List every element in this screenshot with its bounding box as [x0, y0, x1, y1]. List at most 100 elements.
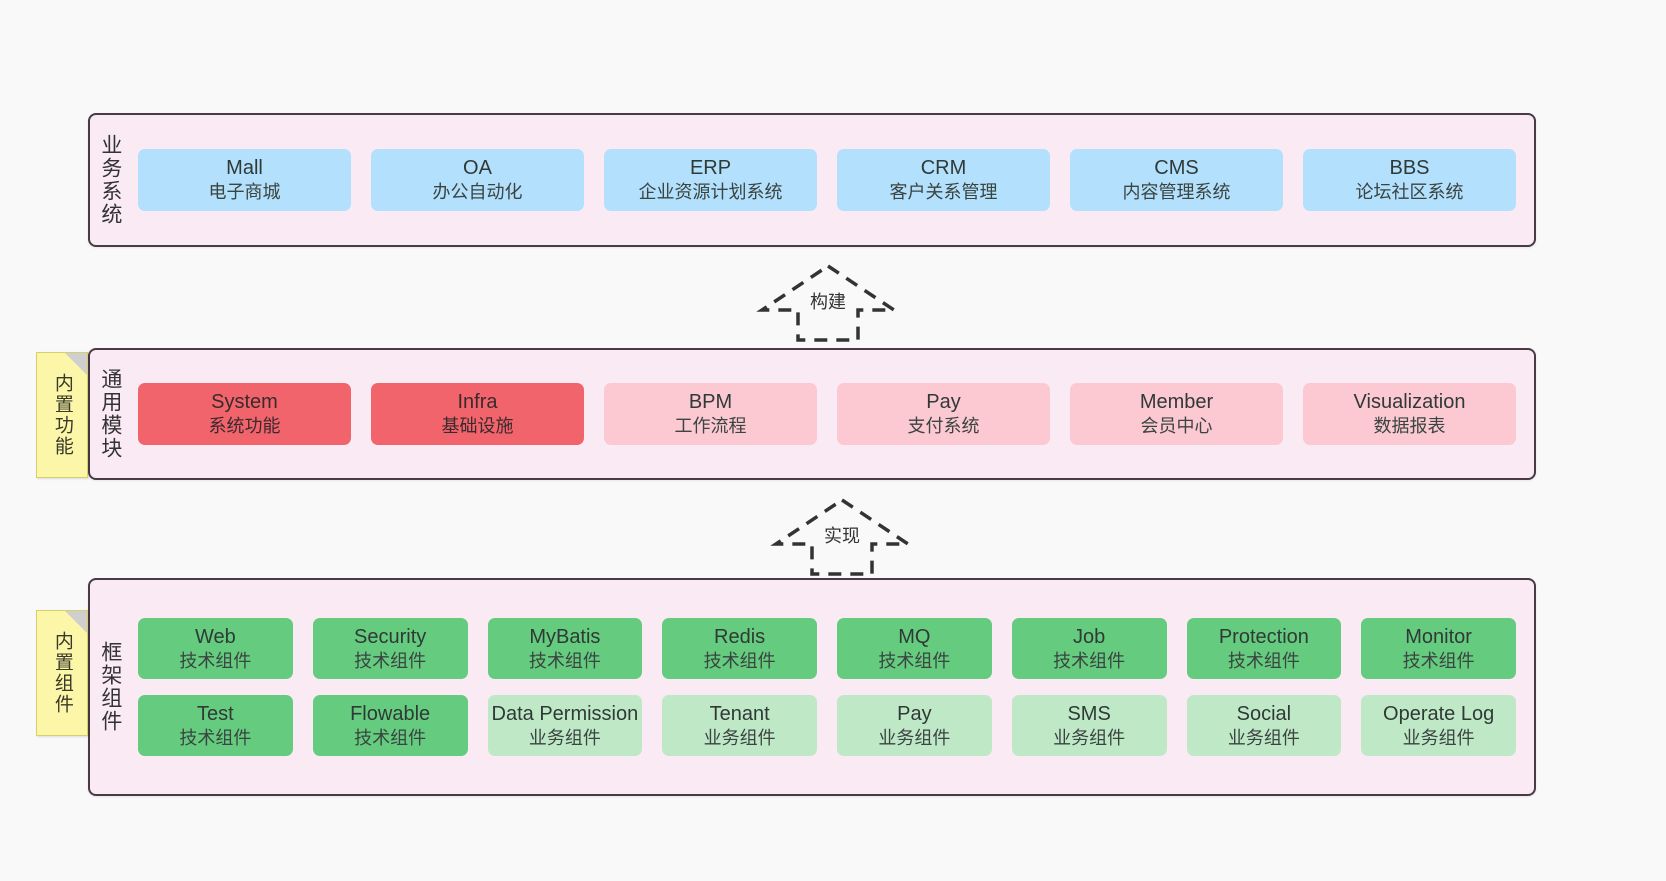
card-sms[interactable]: SMS 业务组件 — [1011, 695, 1167, 757]
card-subtitle: 技术组件 — [528, 650, 601, 671]
card-title: Pay — [897, 703, 932, 725]
note-fold-corner-icon — [65, 353, 87, 375]
card-subtitle: 业务组件 — [703, 728, 776, 748]
card-subtitle: 技术组件 — [179, 650, 252, 671]
section-common-modules: 通用模块 System 系统功能 Infra 基础设施 BPM 工作流程 Pay… — [88, 348, 1536, 480]
card-title: ERP — [689, 157, 732, 180]
card-title: Visualization — [1353, 391, 1466, 414]
card-subtitle: 技术组件 — [1053, 650, 1126, 671]
card-subtitle: 系统功能 — [208, 416, 281, 437]
card-system[interactable]: System 系统功能 — [138, 383, 351, 445]
card-subtitle: 工作流程 — [674, 416, 747, 437]
card-subtitle: 技术组件 — [1227, 650, 1300, 671]
card-erp[interactable]: ERP 企业资源计划系统 — [604, 149, 817, 211]
dashed-hollow-arrow-up-icon — [756, 263, 900, 342]
card-subtitle: 技术组件 — [1402, 650, 1475, 671]
note-builtin-components: 内置组件 — [36, 610, 88, 736]
framework-card-grid: Web 技术组件 Security 技术组件 MyBatis 技术组件 Redi… — [130, 580, 1534, 794]
card-title: Mall — [226, 157, 263, 180]
card-subtitle: 电子商城 — [208, 182, 281, 203]
card-subtitle: 业务组件 — [878, 728, 951, 748]
card-title: Data Permission — [491, 703, 639, 725]
card-title: Test — [197, 703, 234, 725]
card-subtitle: 企业资源计划系统 — [638, 182, 783, 203]
card-title: CMS — [1154, 157, 1199, 180]
card-bpm[interactable]: BPM 工作流程 — [604, 383, 817, 445]
card-subtitle: 内容管理系统 — [1122, 182, 1231, 203]
card-crm[interactable]: CRM 客户关系管理 — [837, 149, 1050, 211]
card-visualization[interactable]: Visualization 数据报表 — [1303, 383, 1516, 445]
card-subtitle: 会员中心 — [1140, 416, 1213, 437]
connector-build: 构建 — [756, 262, 900, 342]
card-subtitle: 办公自动化 — [432, 182, 523, 203]
card-web[interactable]: Web 技术组件 — [138, 617, 293, 679]
card-title: CRM — [920, 157, 967, 180]
card-subtitle: 技术组件 — [179, 728, 252, 748]
section-label-business-systems: 业务系统 — [98, 134, 122, 226]
card-title: Security — [354, 625, 427, 648]
card-title: Protection — [1218, 625, 1309, 648]
card-member[interactable]: Member 会员中心 — [1070, 383, 1283, 445]
note-label: 内置组件 — [51, 631, 73, 715]
card-title: Infra — [457, 391, 498, 414]
card-title: Operate Log — [1383, 703, 1495, 725]
card-infra[interactable]: Infra 基础设施 — [371, 383, 584, 445]
card-title: MQ — [898, 625, 931, 648]
card-title: Member — [1139, 391, 1214, 414]
card-title: BBS — [1389, 157, 1430, 180]
card-title: OA — [463, 157, 492, 180]
card-title: SMS — [1067, 703, 1111, 725]
card-protection[interactable]: Protection 技术组件 — [1186, 617, 1342, 679]
card-subtitle: 业务组件 — [1227, 728, 1300, 748]
common-card-grid: System 系统功能 Infra 基础设施 BPM 工作流程 Pay 支付系统… — [130, 350, 1534, 478]
card-title: Redis — [714, 625, 766, 648]
card-subtitle: 业务组件 — [1053, 728, 1126, 748]
card-bbs[interactable]: BBS 论坛社区系统 — [1303, 149, 1516, 211]
card-title: MyBatis — [529, 625, 601, 648]
card-security[interactable]: Security 技术组件 — [312, 617, 468, 679]
card-subtitle: 业务组件 — [1402, 728, 1475, 748]
card-subtitle: 支付系统 — [907, 416, 980, 437]
card-redis[interactable]: Redis 技术组件 — [662, 617, 817, 679]
connector-implement: 实现 — [770, 496, 914, 576]
card-social[interactable]: Social 业务组件 — [1186, 695, 1342, 757]
card-tenant[interactable]: Tenant 业务组件 — [662, 695, 817, 757]
card-title: Web — [194, 625, 236, 648]
card-mq[interactable]: MQ 技术组件 — [837, 617, 992, 679]
note-builtin-features: 内置功能 — [36, 352, 88, 478]
card-title: Pay — [926, 391, 961, 414]
card-subtitle: 技术组件 — [703, 650, 776, 671]
card-title: Social — [1236, 703, 1292, 725]
card-title: Monitor — [1405, 625, 1472, 648]
business-card-grid: Mall 电子商城 OA 办公自动化 ERP 企业资源计划系统 CRM 客户关系… — [130, 115, 1534, 245]
card-mall[interactable]: Mall 电子商城 — [138, 149, 351, 211]
card-operate-log[interactable]: Operate Log 业务组件 — [1361, 695, 1516, 757]
card-title: BPM — [688, 391, 733, 414]
card-oa[interactable]: OA 办公自动化 — [371, 149, 584, 211]
card-subtitle: 论坛社区系统 — [1355, 182, 1464, 203]
card-flowable[interactable]: Flowable 技术组件 — [312, 695, 468, 757]
card-job[interactable]: Job 技术组件 — [1011, 617, 1167, 679]
card-pay-business[interactable]: Pay 业务组件 — [837, 695, 992, 757]
connector-build-label: 构建 — [810, 292, 846, 312]
card-title: System — [211, 391, 278, 414]
note-fold-corner-icon — [65, 611, 87, 633]
card-subtitle: 基础设施 — [441, 416, 514, 437]
card-data-permission[interactable]: Data Permission 业务组件 — [487, 695, 643, 757]
card-subtitle: 技术组件 — [878, 650, 951, 671]
dashed-hollow-arrow-up-icon — [770, 497, 914, 576]
card-subtitle: 技术组件 — [354, 728, 427, 748]
card-pay[interactable]: Pay 支付系统 — [837, 383, 1050, 445]
section-framework-components: 框架组件 Web 技术组件 Security 技术组件 MyBatis 技术组件… — [88, 578, 1536, 796]
card-monitor[interactable]: Monitor 技术组件 — [1361, 617, 1516, 679]
card-subtitle: 业务组件 — [528, 728, 601, 748]
connector-implement-label: 实现 — [824, 526, 860, 546]
card-cms[interactable]: CMS 内容管理系统 — [1070, 149, 1283, 211]
card-subtitle: 数据报表 — [1373, 416, 1446, 437]
card-subtitle: 技术组件 — [354, 650, 427, 671]
card-subtitle: 客户关系管理 — [889, 182, 998, 203]
card-title: Flowable — [350, 703, 431, 725]
card-mybatis[interactable]: MyBatis 技术组件 — [487, 617, 643, 679]
card-test[interactable]: Test 技术组件 — [138, 695, 293, 757]
